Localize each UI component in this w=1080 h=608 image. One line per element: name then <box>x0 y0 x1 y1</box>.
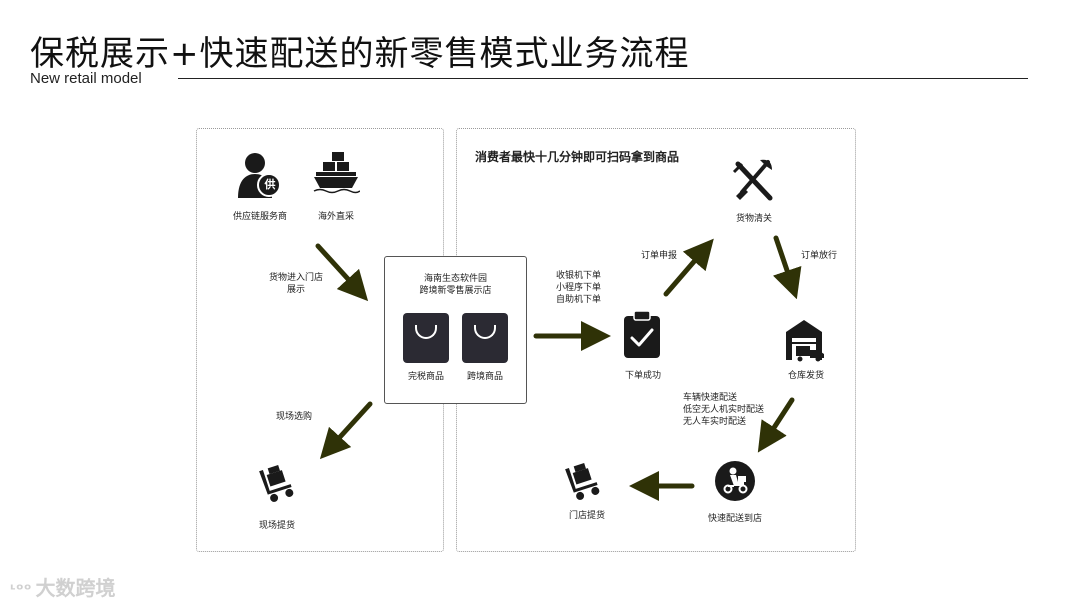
customs-tools-icon <box>732 158 776 204</box>
store-name-line-1: 海南生态软件园 <box>423 274 487 284</box>
delivery-method-drone: 低空无人机实时配送 <box>683 405 765 415</box>
cargo-ship-icon <box>312 150 361 194</box>
title-divider <box>178 78 1028 79</box>
watermark-text: 大数跨境 <box>35 576 116 600</box>
order-channel-miniapp: 小程序下单 <box>556 283 602 293</box>
goods-display-label: 展示 <box>286 285 305 295</box>
onsite-pickup-label: 现场提货 <box>258 521 295 531</box>
warehouse-truck-icon <box>784 318 826 362</box>
supplier-person-icon <box>236 150 282 200</box>
delivery-method-vehicle: 车辆快速配送 <box>683 393 738 403</box>
overseas-label: 海外直采 <box>317 212 354 222</box>
goods-enter-store-label: 货物进入门店 <box>268 273 323 283</box>
store-pickup-label: 门店提货 <box>568 511 605 521</box>
delivery-method-unmanned-vehicle: 无人车实时配送 <box>683 417 747 427</box>
customs-clearance-label: 货物清关 <box>735 214 772 224</box>
hand-truck-icon <box>256 464 300 504</box>
duty-paid-bag-icon <box>403 313 449 363</box>
fast-delivery-label: 快速配送到店 <box>707 514 762 524</box>
store-hand-truck-icon <box>562 462 606 502</box>
warehouse-dispatch-label: 仓库发货 <box>787 371 824 381</box>
right-panel-heading: 消费者最快十几分钟即可扫码拿到商品 <box>475 150 680 164</box>
delivery-scooter-icon <box>714 460 756 502</box>
order-success-label: 下单成功 <box>624 371 661 381</box>
supplier-badge: 供 <box>264 178 276 191</box>
cross-border-bag-icon <box>462 313 508 363</box>
order-release-label: 订单放行 <box>800 251 837 261</box>
exhibition-store-box: 海南生态软件园 跨境新零售展示店 完税商品 跨境商品 <box>384 256 527 404</box>
clipboard-check-icon <box>622 310 662 360</box>
order-declare-label: 订单申报 <box>640 251 677 261</box>
onsite-purchase-label: 现场选购 <box>275 412 312 422</box>
order-channel-cashier: 收银机下单 <box>556 271 602 281</box>
order-channel-kiosk: 自助机下单 <box>556 295 602 305</box>
store-name-line-2: 跨境新零售展示店 <box>419 286 492 296</box>
page-title: 保税展示+快速配送的新零售模式业务流程 <box>30 34 690 74</box>
page-subtitle: New retail model <box>30 70 142 87</box>
cross-border-goods-label: 跨境商品 <box>466 372 503 382</box>
watermark-logo: ᶫᵒᵒ <box>10 580 32 599</box>
duty-paid-goods-label: 完税商品 <box>407 372 444 382</box>
supplier-label: 供应链服务商 <box>232 212 287 222</box>
